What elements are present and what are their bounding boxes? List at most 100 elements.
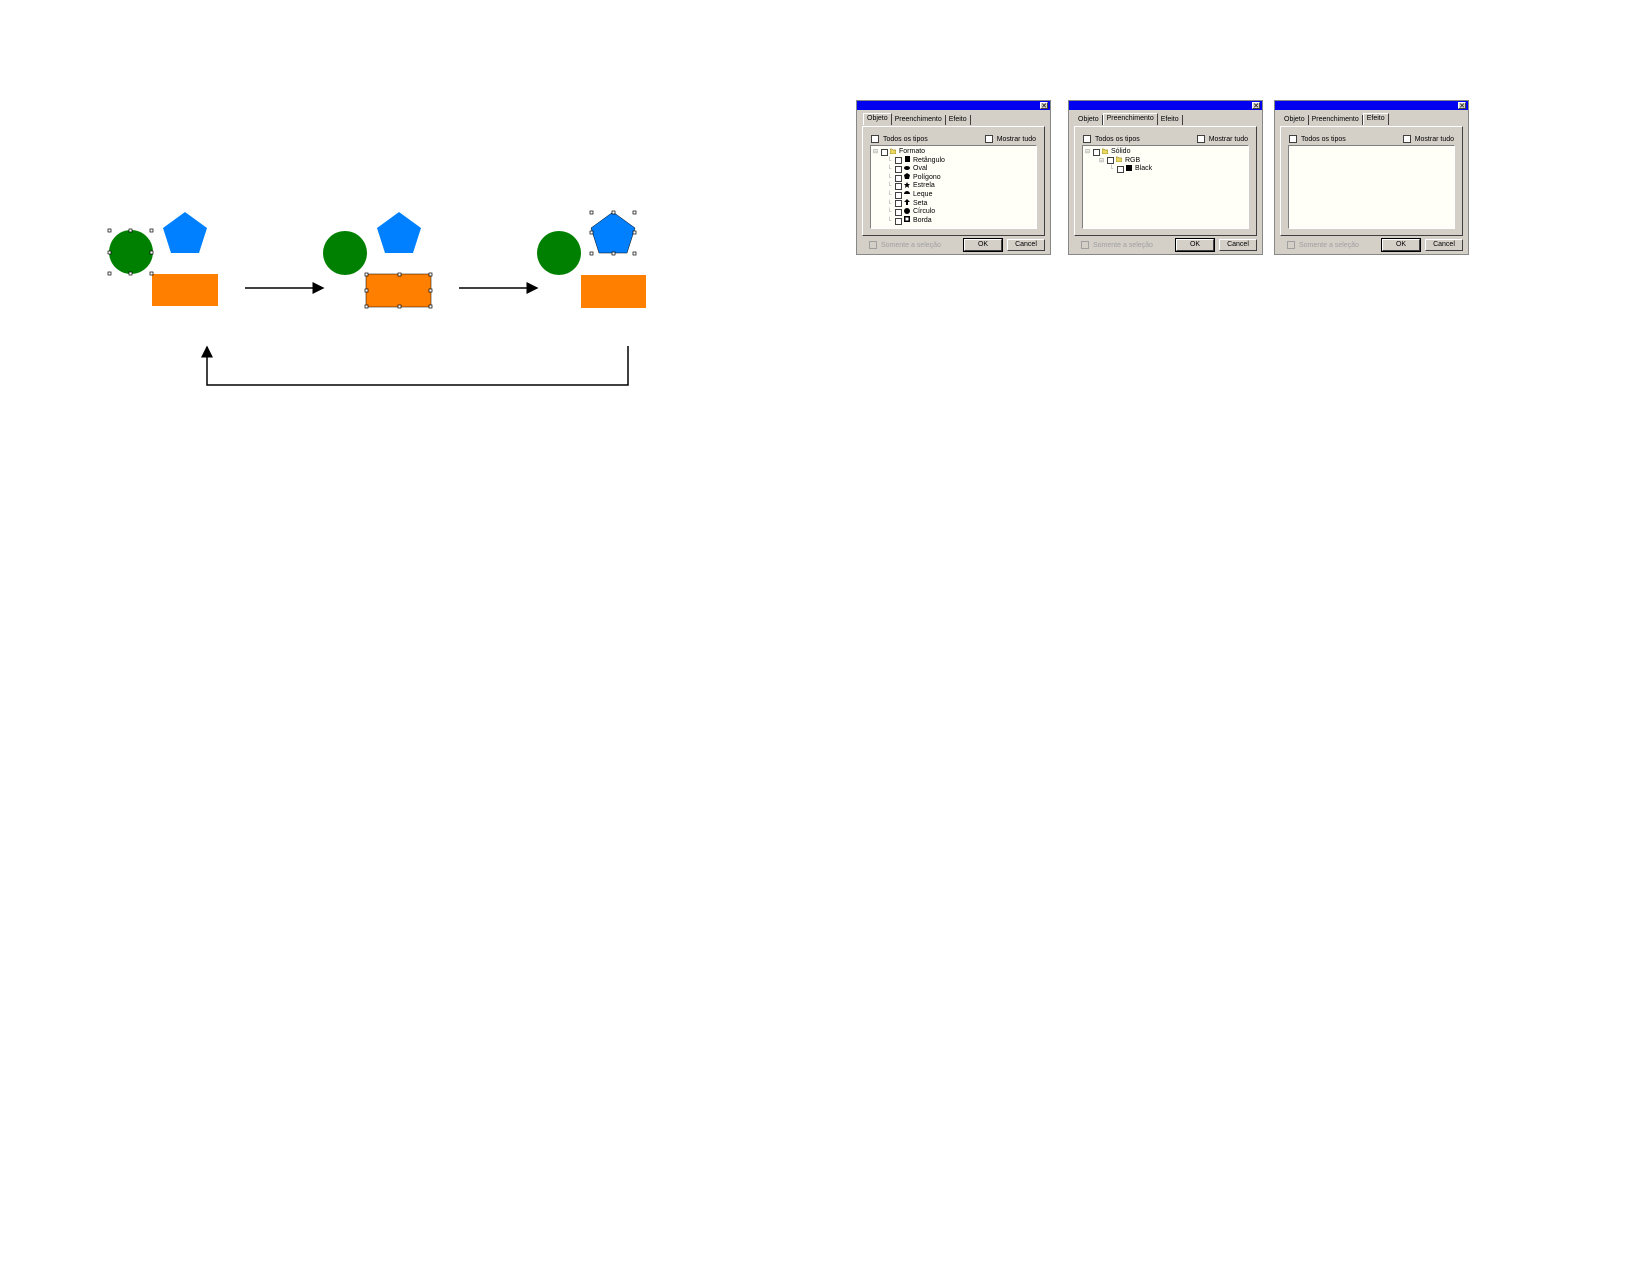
folder-icon [1116,156,1125,166]
all-types-checkbox[interactable]: Todos os tipos [871,135,928,143]
tree-checkbox[interactable] [1107,157,1114,165]
tree-checkbox[interactable] [895,191,902,199]
title-bar[interactable]: ✕ [1069,101,1262,110]
tree-checkbox[interactable] [895,200,902,208]
tab-efeito[interactable]: Efeito [946,115,971,125]
tab-preenchimento[interactable]: Preenchimento [892,115,946,125]
tree-line[interactable]: └ [1109,166,1114,173]
tree-view[interactable] [1288,145,1455,229]
ok-button[interactable]: OK [1381,238,1421,252]
blue-pentagon[interactable] [590,211,636,254]
cancel-button[interactable]: Cancel [1425,239,1463,251]
tree-checkbox[interactable] [895,165,902,173]
cancel-button[interactable]: Cancel [1007,239,1045,251]
tree-item-label: RGB [1125,156,1141,164]
orange-rectangle[interactable] [152,274,218,306]
blue-pentagon[interactable] [163,212,207,253]
show-all-label: Mostrar tudo [996,135,1036,143]
tab-preenchimento[interactable]: Preenchimento [1309,115,1363,125]
tree-line[interactable]: └ [887,209,892,216]
tree-item[interactable]: └ Black [1085,164,1246,175]
tree-checkbox[interactable] [1117,165,1124,173]
selection-handles[interactable] [107,228,154,276]
arrow-icon [904,199,913,209]
tree-line[interactable]: └ [887,200,892,207]
tree-line[interactable]: └ [887,183,892,190]
expand-icon[interactable]: ⊟ [873,149,879,155]
all-types-checkbox[interactable]: Todos os tipos [1083,135,1140,143]
orange-rectangle[interactable] [365,273,432,308]
selection-handles[interactable] [589,210,637,256]
tree-item-label: Leque [913,190,933,198]
only-selection-checkbox[interactable]: Somente a seleção [869,241,959,249]
fan-icon [904,190,913,200]
ok-button[interactable]: OK [963,238,1003,252]
tree-checkbox[interactable] [895,157,902,165]
close-button[interactable]: ✕ [1458,102,1466,110]
all-types-label: Todos os tipos [1095,135,1140,143]
expand-icon[interactable]: ⊟ [1085,149,1091,155]
tree-item-label: Black [1135,165,1153,173]
tree-checkbox[interactable] [1093,148,1100,156]
tree-item[interactable]: └Estrela [873,181,1034,192]
blue-pentagon[interactable] [377,212,421,253]
tree-line[interactable]: └ [887,191,892,198]
tree-item[interactable]: ⊟ RGB [1085,157,1246,166]
tree-item[interactable]: └Oval [873,165,1034,174]
tree-line[interactable]: └ [887,157,892,164]
border-icon [904,216,913,226]
tree-item[interactable]: └Retângulo [873,156,1034,166]
tree-checkbox[interactable] [895,174,902,182]
folder-icon [890,148,899,158]
tree-checkbox[interactable] [881,148,888,156]
star-icon [904,181,913,192]
show-all-checkbox[interactable]: Mostrar tudo [1402,135,1454,143]
tree-line[interactable]: └ [887,166,892,173]
tree-item[interactable]: └Seta [873,199,1034,209]
tree-checkbox[interactable] [895,183,902,191]
only-selection-checkbox[interactable]: Somente a seleção [1081,241,1171,249]
green-circle[interactable] [109,230,153,274]
tab-efeito[interactable]: Efeito [1362,113,1389,125]
close-button[interactable]: ✕ [1040,102,1048,110]
tree-line[interactable]: └ [887,174,892,181]
tree-item[interactable]: └ Leque [873,191,1034,200]
cancel-button[interactable]: Cancel [1219,239,1257,251]
tree-view[interactable]: ⊟ Formato└Retângulo└Oval└Polígono└Estrela… [870,145,1037,229]
title-bar[interactable]: ✕ [1275,101,1468,110]
tree-item[interactable]: ⊟Sólido [1085,148,1246,157]
tree-item[interactable]: └Polígono [873,173,1034,183]
tree-checkbox[interactable] [895,217,902,225]
tab-objeto[interactable]: Objeto [1075,115,1103,125]
tree-line[interactable]: └ [887,217,892,224]
green-circle[interactable] [323,231,367,275]
selection-handles[interactable] [364,272,433,309]
return-arrow [201,345,629,386]
tree-view[interactable]: ⊟Sólido⊟ RGB └ Black [1082,145,1249,229]
only-selection-checkbox[interactable]: Somente a seleção [1287,241,1377,249]
tree-item[interactable]: ⊟ Formato [873,148,1034,157]
expand-icon[interactable]: ⊟ [1099,157,1105,164]
green-circle[interactable] [537,231,581,275]
close-button[interactable]: ✕ [1252,102,1260,110]
tab-efeito[interactable]: Efeito [1158,115,1183,125]
tree-checkbox[interactable] [895,208,902,216]
tab-preenchimento[interactable]: Preenchimento [1102,113,1158,125]
tab-objeto[interactable]: Objeto [1281,115,1309,125]
title-bar[interactable]: ✕ [857,101,1050,110]
show-all-checkbox[interactable]: Mostrar tudo [1196,135,1248,143]
tab-objeto[interactable]: Objeto [863,113,892,125]
tree-item[interactable]: └Círculo [873,207,1034,217]
show-all-checkbox[interactable]: Mostrar tudo [984,135,1036,143]
tree-item-label: Formato [899,148,926,155]
tree-item[interactable]: └Borda [873,216,1034,226]
color-swatch-icon [1126,164,1135,175]
orange-rectangle[interactable] [581,275,646,308]
all-types-checkbox[interactable]: Todos os tipos [1289,135,1346,143]
show-all-label: Mostrar tudo [1414,135,1454,143]
ok-button[interactable]: OK [1175,238,1215,252]
all-types-label: Todos os tipos [883,135,928,143]
